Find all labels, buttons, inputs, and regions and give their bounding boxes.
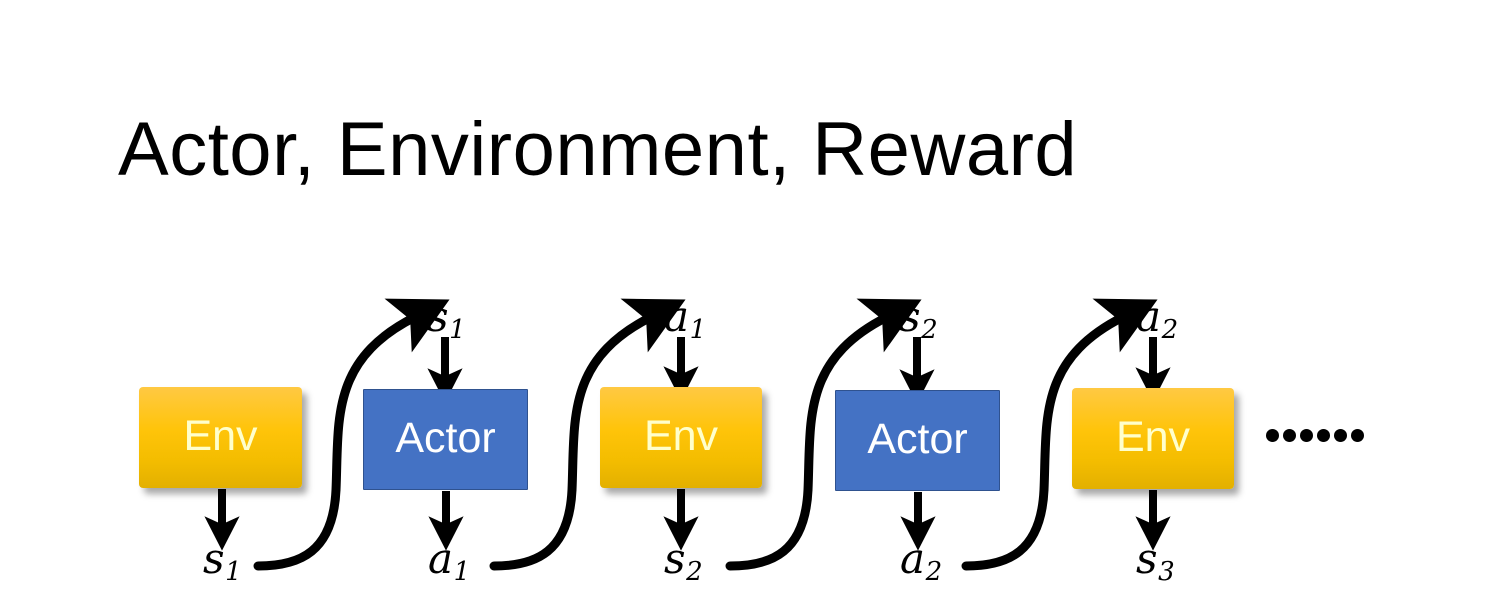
down-arrow-group-top (427, 337, 1171, 404)
ellipsis-dot (1266, 429, 1279, 442)
continuation-ellipsis-icon (1266, 429, 1364, 442)
var-subscript: 2 (925, 556, 943, 587)
ellipsis-dot (1351, 429, 1364, 442)
var-subscript: 3 (1158, 556, 1175, 587)
state-label-below-env-1: s1 (203, 538, 242, 585)
ellipsis-dot (1283, 429, 1296, 442)
state-label-below-env-3: s3 (1136, 538, 1175, 585)
var-subscript: 2 (921, 314, 938, 345)
var-subscript: 1 (689, 314, 707, 345)
node-label: Env (183, 412, 258, 460)
var-base: s (664, 534, 686, 583)
page-title: Actor, Environment, Reward (118, 107, 1078, 192)
var-base: a (1136, 292, 1162, 341)
node-env-2[interactable]: Env (600, 387, 762, 488)
node-env-3[interactable]: Env (1072, 388, 1234, 489)
node-label: Actor (395, 414, 496, 462)
node-label: Env (643, 412, 719, 460)
ellipsis-dot (1300, 429, 1313, 442)
node-label: Env (1115, 413, 1191, 461)
var-base: a (428, 534, 454, 583)
action-label-below-actor-1: a1 (428, 538, 470, 585)
state-label-below-env-2: s2 (664, 538, 703, 585)
state-label-above-actor-1: s1 (427, 296, 466, 343)
down-arrow-group-bottom (204, 489, 1171, 551)
var-subscript: 1 (225, 556, 242, 587)
ellipsis-dot (1317, 429, 1330, 442)
state-label-above-actor-2: s2 (899, 296, 938, 343)
var-subscript: 2 (686, 556, 703, 587)
node-actor-2[interactable]: Actor (835, 390, 1000, 491)
var-base: a (664, 292, 690, 341)
var-base: a (900, 534, 926, 583)
node-label: Actor (867, 415, 968, 463)
var-subscript: 2 (1161, 314, 1179, 345)
var-base: s (899, 292, 921, 341)
action-label-below-actor-2: a2 (900, 538, 942, 585)
var-subscript: 1 (453, 556, 471, 587)
var-base: s (427, 292, 449, 341)
node-actor-1[interactable]: Actor (363, 389, 528, 490)
node-env-1[interactable]: Env (139, 387, 302, 488)
var-subscript: 1 (449, 314, 466, 345)
action-label-above-env-2: a1 (664, 296, 706, 343)
var-base: s (203, 534, 225, 583)
var-base: s (1136, 534, 1158, 583)
ellipsis-dot (1334, 429, 1347, 442)
action-label-above-env-3: a2 (1136, 296, 1178, 343)
